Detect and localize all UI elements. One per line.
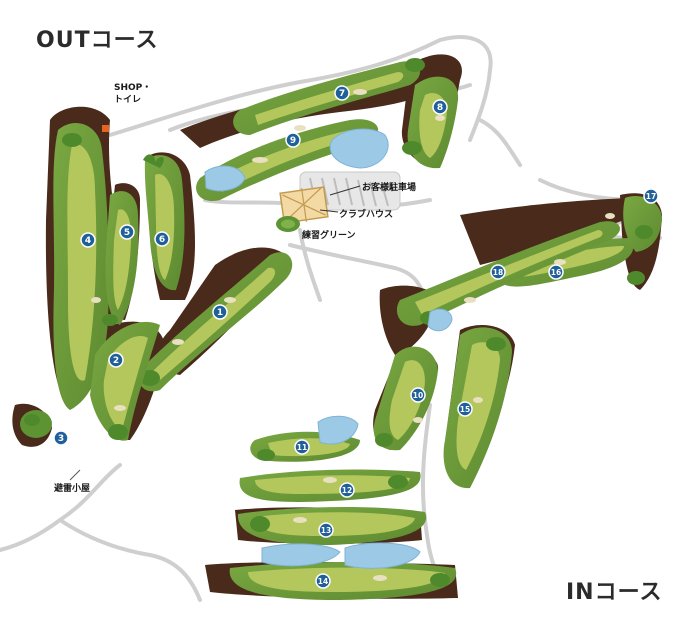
shelter-pointer <box>69 469 81 481</box>
hole-marker-18[interactable]: 18 <box>490 264 506 280</box>
hole-number-label: 10 <box>413 391 423 400</box>
clubhouse-label: クラブハウス <box>339 210 394 220</box>
hole-marker-circle[interactable] <box>339 482 355 498</box>
hole-number-label: 12 <box>342 486 352 495</box>
hole-number-label: 6 <box>159 235 165 245</box>
hole-number-label: 9 <box>290 136 296 146</box>
hole-marker-circle[interactable] <box>53 430 69 446</box>
clubhouse-building <box>279 186 329 224</box>
hole-marker-6[interactable]: 6 <box>154 231 170 247</box>
hole-number-label: 1 <box>217 308 223 318</box>
hole-marker-circle[interactable] <box>212 304 228 320</box>
hole-number-label: 5 <box>124 228 130 238</box>
hole-marker-1[interactable]: 1 <box>212 304 228 320</box>
water-hazards <box>204 128 453 569</box>
hole-number-label: 14 <box>318 577 328 586</box>
in-course-title: INコース <box>566 580 663 605</box>
hole-marker-circle[interactable] <box>80 232 96 248</box>
practice-green-label: 練習グリーン <box>302 231 356 241</box>
hole-marker-15[interactable]: 15 <box>457 401 473 417</box>
hole-marker-circle[interactable] <box>334 85 350 101</box>
bunkers <box>91 89 615 581</box>
hole-marker-8[interactable]: 8 <box>432 99 448 115</box>
hole-number-label: 8 <box>437 103 443 113</box>
hole-number-label: 16 <box>551 268 561 277</box>
hole-marker-circle[interactable] <box>154 231 170 247</box>
hole-marker-13[interactable]: 13 <box>318 522 334 538</box>
hole-marker-circle[interactable] <box>643 188 659 204</box>
practice-green-area <box>276 216 300 232</box>
hole-marker-14[interactable]: 14 <box>315 573 331 589</box>
hole-number-label: 17 <box>646 192 656 201</box>
hole-marker-circle[interactable] <box>318 522 334 538</box>
hole-marker-11[interactable]: 11 <box>294 439 310 455</box>
hole-marker-circle[interactable] <box>457 401 473 417</box>
shop-label-line2: トイレ <box>114 95 142 105</box>
lot-pointer <box>329 185 361 196</box>
hole-marker-3[interactable]: 3 <box>53 430 69 446</box>
shop-toilet-label: SHOP・ トイレ <box>114 82 151 106</box>
hole-number-label: 18 <box>493 268 503 277</box>
shop-marker <box>102 125 109 132</box>
hole-number-label: 11 <box>297 443 307 452</box>
hole-marker-circle[interactable] <box>119 224 135 240</box>
hole-marker-circle[interactable] <box>285 132 301 148</box>
lightning-shelter-label: 避雷小屋 <box>54 484 91 494</box>
parking-label: お客様駐車場 <box>362 183 417 193</box>
hole-marker-circle[interactable] <box>410 387 426 403</box>
hole-number-label: 3 <box>58 434 64 444</box>
shop-label-line1: SHOP・ <box>114 83 152 93</box>
hole-marker-12[interactable]: 12 <box>339 482 355 498</box>
hole-marker-circle[interactable] <box>432 99 448 115</box>
clubhouse-pointer <box>319 209 339 213</box>
hole-number-label: 7 <box>339 89 345 99</box>
hole-number-label: 15 <box>460 405 470 414</box>
hole-marker-5[interactable]: 5 <box>119 224 135 240</box>
hole-number-label: 4 <box>85 236 91 246</box>
hole-marker-17[interactable]: 17 <box>643 188 659 204</box>
hole-marker-circle[interactable] <box>548 264 564 280</box>
hole-marker-2[interactable]: 2 <box>108 352 124 368</box>
hole-marker-circle[interactable] <box>294 439 310 455</box>
hole-number-label: 2 <box>113 356 119 366</box>
hole-marker-10[interactable]: 10 <box>410 387 426 403</box>
hole-number-label: 13 <box>321 526 331 535</box>
hole-marker-4[interactable]: 4 <box>80 232 96 248</box>
hole-marker-16[interactable]: 16 <box>548 264 564 280</box>
hole-marker-circle[interactable] <box>108 352 124 368</box>
hole-marker-7[interactable]: 7 <box>334 85 350 101</box>
hole-marker-circle[interactable] <box>490 264 506 280</box>
out-course-title: OUTコース <box>36 28 159 53</box>
hole-marker-circle[interactable] <box>315 573 331 589</box>
hole-marker-9[interactable]: 9 <box>285 132 301 148</box>
